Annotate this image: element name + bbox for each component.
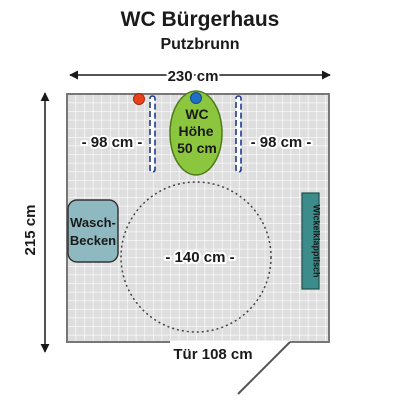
left-clearance-label: - 98 cm -: [82, 134, 143, 151]
flush-button-icon: [190, 92, 202, 104]
washbasin-label-line1: Wasch-: [70, 215, 116, 230]
washbasin-label-line2: Becken: [70, 233, 116, 248]
width-dimension-label: 230 cm: [168, 68, 219, 85]
door-leaf: [237, 341, 291, 395]
grab-bar-right: [235, 95, 242, 173]
right-clearance-label: - 98 cm -: [251, 134, 312, 151]
changing-table: [301, 192, 320, 290]
turning-circle: [120, 181, 272, 333]
page-subtitle: Putzbrunn: [160, 36, 239, 53]
emergency-button-icon: [133, 93, 145, 105]
toilet-label-line2: Höhe: [179, 123, 214, 139]
height-dimension-label: 215 cm: [22, 205, 39, 256]
turning-circle-label: - 140 cm -: [165, 249, 234, 266]
grab-bar-left: [149, 95, 156, 173]
washbasin: [67, 199, 119, 263]
changing-table-label: Wickelklapptisch: [312, 205, 322, 278]
toilet-bowl: [169, 90, 223, 176]
page-title: WC Bürgerhaus: [121, 8, 280, 31]
toilet-label-line1: WC: [185, 106, 208, 122]
door-label: Tür 108 cm: [173, 346, 252, 363]
grab-bars: [149, 95, 242, 173]
toilet-label-line3: 50 cm: [177, 140, 217, 156]
